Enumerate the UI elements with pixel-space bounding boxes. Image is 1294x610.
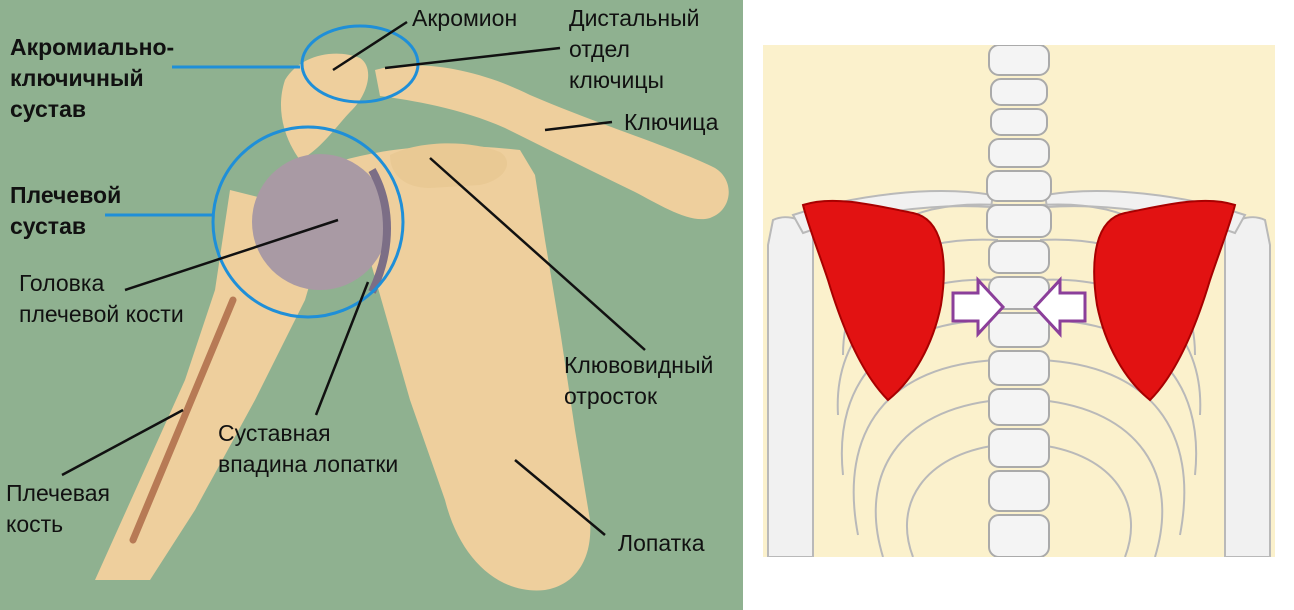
label-distal-clavicle: Дистальный отдел ключицы [569,5,700,93]
distal-clavicle-leader [384,46,561,70]
label-scapula: Лопатка [618,530,705,556]
rib-5 [852,359,999,536]
coracoid-leader [429,157,646,351]
rib-12 [1039,359,1186,536]
leader-lines [61,20,646,536]
acromion-shape [280,53,369,160]
shoulder-diagram-panel: Акромиально- ключичный сустав Акромион Д… [0,0,743,610]
clavicle-shape [375,65,729,220]
clavicle-leader [544,120,613,132]
left-scapula-muscle [801,199,945,402]
shoulder-diagram-art [61,20,729,591]
spine [986,45,1052,557]
label-coracoid-process: Клювовидный отросток [564,352,714,409]
right-scapula-muscle [1093,199,1237,402]
label-acromion: Акромион [412,5,518,31]
label-humerus: Плечевая кость [6,480,110,537]
label-glenoid-cavity: Суставная впадина лопатки [218,420,399,477]
rib-14 [1039,444,1133,557]
coracoid-shape [390,143,508,188]
scapula-leader [514,459,606,536]
acromion-leader [332,20,408,72]
rib-13 [1039,399,1164,557]
right-arm-bone [1224,216,1271,557]
rib-6 [874,399,999,557]
humeral-head-leader [124,218,339,292]
left-arrow-icon [1032,276,1087,338]
label-clavicle: Ключица [624,109,719,135]
label-shoulder-joint: Плечевой сустав [10,182,122,239]
humerus-stripe [129,296,237,544]
label-humeral-head: Головка плечевой кости [19,270,184,327]
glenoid-leader [314,281,370,416]
glenoid-rim [368,168,391,294]
shoulder-joint-circle [211,125,405,319]
posterior-skeleton-panel [763,45,1275,557]
skeleton-illustration [767,45,1271,557]
left-arm-bone [767,216,814,557]
right-arrow-icon [951,276,1006,338]
humerus-leader [61,408,184,477]
humeral-head-shape [252,154,388,290]
rib-7 [905,444,999,557]
label-acromioclavicular-joint: Акромиально- ключичный сустав [10,34,175,122]
